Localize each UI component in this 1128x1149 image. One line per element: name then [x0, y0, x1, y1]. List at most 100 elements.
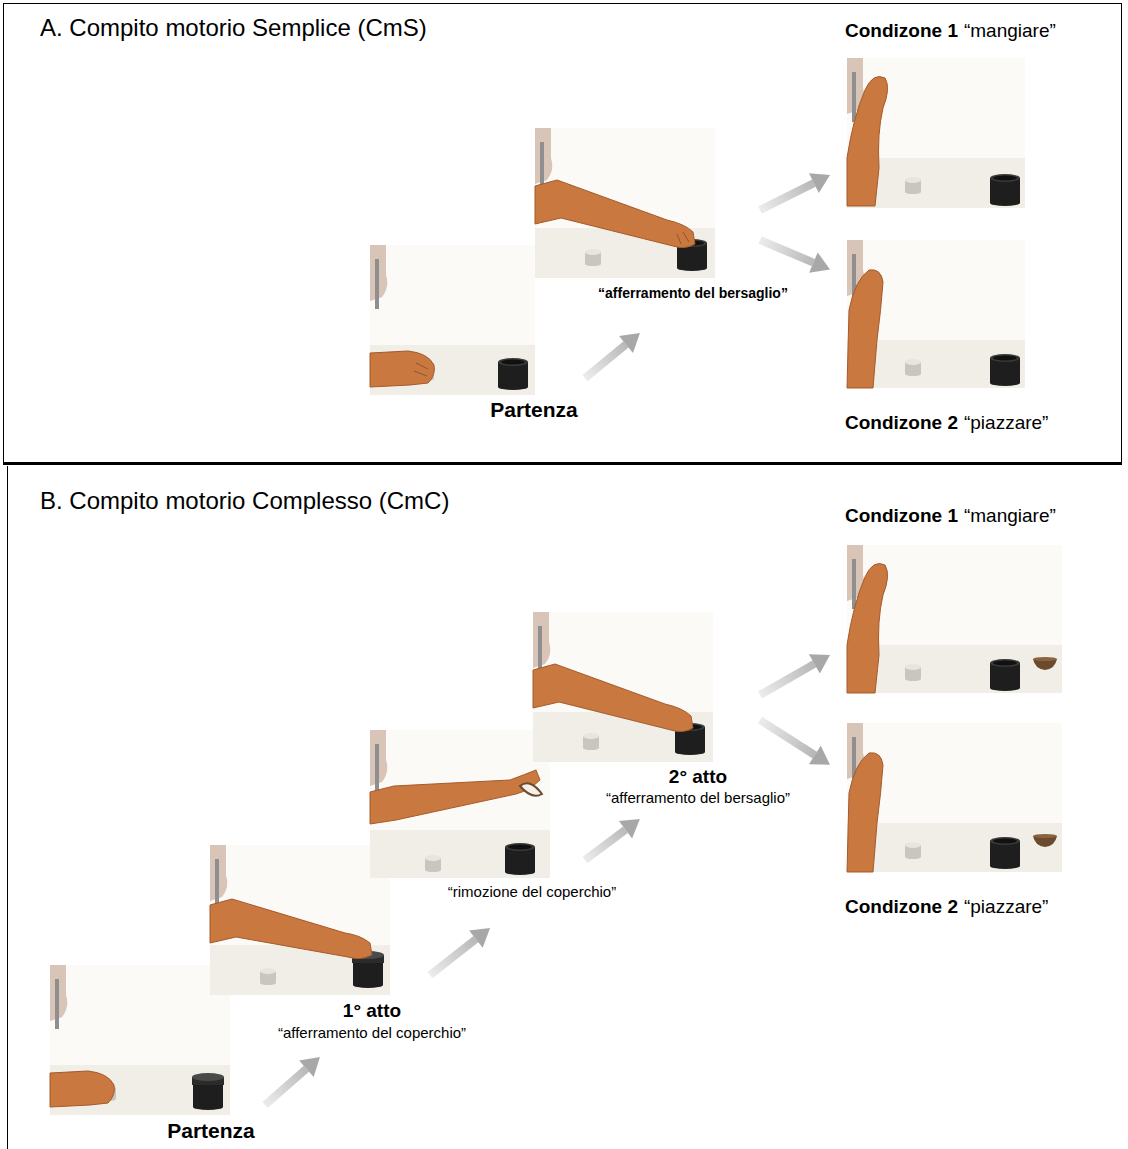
- table-surface: [370, 345, 535, 395]
- panel-frame: B. Compito motorio Complesso (CmC) Parten…: [7, 466, 1128, 1149]
- monkey-arm: [535, 180, 695, 248]
- table-surface: [370, 830, 550, 878]
- photo-caption: Condizone 1: [845, 505, 958, 526]
- photo-caption: Condizone 2: [845, 412, 958, 433]
- caption-line: 2° atto: [669, 766, 727, 788]
- start-knob: [583, 733, 599, 750]
- monkey-photo: [370, 245, 535, 395]
- caption-line: “rimozione del coperchio”: [448, 883, 616, 900]
- caption-line: B. Compito motorio Complesso (CmC): [40, 487, 449, 515]
- monkey-arm: [370, 351, 434, 387]
- photo-caption: Condizone 1: [845, 20, 958, 41]
- monkey-photo: [847, 58, 1025, 208]
- photo-ground: [847, 240, 1025, 388]
- process-arrow: [760, 173, 830, 210]
- photo-caption: Partenza: [490, 398, 578, 421]
- arrow-head: [809, 654, 830, 673]
- table-surface: [50, 1065, 230, 1115]
- start-knob: [585, 249, 601, 266]
- arrow-head: [469, 928, 490, 948]
- arrow-head: [809, 746, 830, 765]
- caption-line: 1° atto: [343, 1000, 401, 1022]
- monkey-face: [370, 245, 387, 309]
- monkey-arm: [210, 899, 372, 959]
- arrow-head: [619, 333, 640, 353]
- process-arrow: [760, 240, 830, 273]
- photo-caption: “afferramento del bersaglio”: [598, 285, 788, 301]
- arrow-shaft: [760, 183, 814, 210]
- caption-line: A. Compito motorio Semplice (CmS): [40, 14, 427, 42]
- photo-caption: “mangiare”: [964, 505, 1056, 526]
- monkey-arm: [847, 753, 883, 872]
- start-knob: [905, 842, 921, 859]
- photo-caption: “rimozione del coperchio”: [448, 883, 616, 900]
- finger-lines: [414, 363, 428, 376]
- caption-line: Condizone 2“piazzare”: [845, 896, 1048, 918]
- arrow-shaft: [265, 1069, 306, 1105]
- photo-caption: Condizone 2: [845, 896, 958, 917]
- photo-frame: Condizone 1“mangiare”: [847, 545, 1062, 693]
- photo-frame: “afferramento del bersaglio”: [535, 128, 715, 278]
- panel-frame: A. Compito motorio Semplice (CmS) Partenz…: [3, 3, 1122, 465]
- arrow-head: [619, 819, 640, 839]
- photo-caption: “piazzare”: [964, 412, 1048, 433]
- monkey-arm: [847, 564, 888, 694]
- monkey-photo: [370, 730, 550, 878]
- process-arrow: [760, 654, 830, 695]
- caption-line: Partenza: [490, 398, 578, 422]
- caption-line: Condizone 1 “mangiare”: [845, 505, 1056, 527]
- target-cylinder: [505, 843, 535, 875]
- start-knob: [425, 855, 441, 872]
- monkey-arm: [847, 77, 888, 207]
- arrow-shaft: [430, 939, 476, 975]
- process-arrow: [430, 928, 490, 975]
- monkey-arm: [533, 664, 693, 732]
- start-knob: [905, 177, 921, 194]
- target-cylinder: [990, 174, 1020, 206]
- lifted-lid: [520, 783, 542, 795]
- photo-ground: [847, 545, 1062, 693]
- caption-line: “afferramento del bersaglio”: [606, 789, 790, 806]
- monkey-photo: [533, 612, 713, 762]
- photo-ground: [847, 723, 1062, 872]
- photo-ground: [535, 128, 715, 278]
- arrow-shaft: [760, 664, 814, 695]
- photo-frame: 1° atto“afferramento del coperchio”: [210, 845, 390, 995]
- monkey-arm: [370, 770, 540, 824]
- photo-caption: “afferramento del coperchio”: [278, 1024, 466, 1041]
- photo-caption: Partenza: [167, 1119, 255, 1142]
- monkey-face: [370, 730, 387, 794]
- photo-frame: Condizone 1“mangiare”: [847, 58, 1025, 208]
- photo-frame: Condizone 2“piazzare”: [847, 723, 1062, 872]
- photo-frame: Partenza: [370, 245, 535, 395]
- photo-ground: [370, 730, 550, 878]
- process-arrow: [760, 720, 830, 765]
- photo-frame: “rimozione del coperchio”: [370, 730, 550, 878]
- monkey-photo: [210, 845, 390, 995]
- arrow-head: [809, 173, 830, 193]
- photo-ground: [50, 965, 230, 1115]
- photo-frame: Condizone 2“piazzare”: [847, 240, 1025, 388]
- photo-ground: [210, 845, 390, 995]
- start-knob: [905, 664, 921, 681]
- monkey-face: [50, 965, 67, 1029]
- photo-frame: Partenza: [50, 965, 230, 1115]
- arrow-shaft: [585, 830, 625, 860]
- photo-caption: 1° atto: [343, 1000, 401, 1021]
- monkey-photo: [847, 723, 1062, 872]
- monkey-photo: [847, 240, 1025, 388]
- photo-caption: “mangiare”: [964, 20, 1056, 41]
- photo-caption: 2° atto: [669, 766, 727, 787]
- arrow-shaft: [585, 344, 626, 378]
- lidded-cylinder: [192, 1073, 224, 1110]
- caption-line: Partenza: [167, 1119, 255, 1143]
- target-cylinder: [498, 358, 528, 390]
- target-cylinder: [990, 659, 1020, 691]
- monkey-photo: [535, 128, 715, 278]
- process-arrow: [265, 1057, 320, 1105]
- process-arrow: [585, 333, 640, 378]
- panel-heading: A. Compito motorio Semplice (CmS): [40, 14, 427, 41]
- finger-lines: [677, 232, 689, 244]
